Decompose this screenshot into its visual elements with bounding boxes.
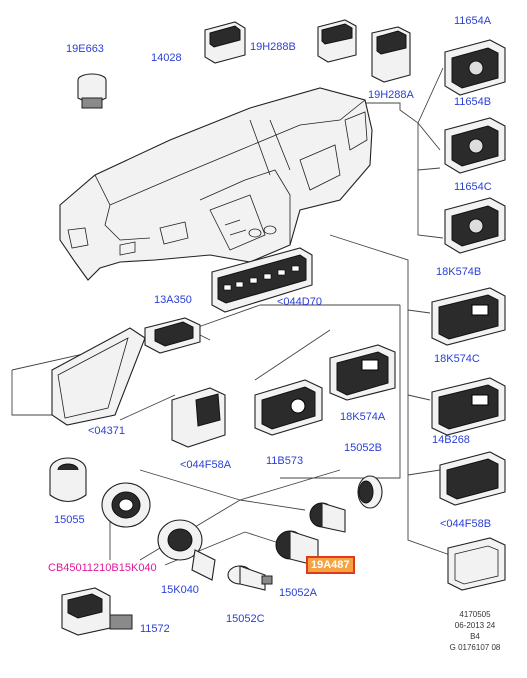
part-15K040-socket[interactable] bbox=[157, 519, 216, 581]
part-15052B-cap[interactable] bbox=[357, 475, 383, 509]
label-18K574A[interactable]: 18K574A bbox=[340, 411, 386, 423]
label-18K574B[interactable]: 18K574B bbox=[436, 266, 482, 278]
footer-date: 06-2013 24 bbox=[454, 621, 496, 630]
part-CB45011210B15K040-socket-ring[interactable] bbox=[101, 482, 151, 528]
part-19H288B-switch[interactable] bbox=[317, 19, 357, 63]
label-15052C[interactable]: 15052C bbox=[226, 613, 265, 625]
label-13A350[interactable]: 13A350 bbox=[154, 294, 192, 306]
part-044F58B-bezel[interactable] bbox=[447, 537, 506, 591]
part-18K574A-switch[interactable] bbox=[329, 344, 396, 401]
footer-ref: G 0176107 08 bbox=[449, 643, 501, 652]
label-15052A[interactable]: 15052A bbox=[279, 587, 317, 599]
part-15052C-plug[interactable] bbox=[227, 565, 273, 591]
part-11654B-switch[interactable] bbox=[444, 117, 506, 174]
part-14B268-switch[interactable] bbox=[439, 451, 506, 506]
label-11654A[interactable]: 11654A bbox=[454, 15, 492, 27]
label-19H288B[interactable]: 19H288B bbox=[250, 41, 296, 53]
part-04371-trim-panel[interactable] bbox=[51, 327, 146, 426]
part-15055-lighter[interactable] bbox=[49, 457, 87, 503]
part-19H288A-switch[interactable] bbox=[371, 26, 411, 83]
label-15K040[interactable]: 15K040 bbox=[161, 584, 199, 596]
label-18K574C[interactable]: 18K574C bbox=[434, 353, 480, 365]
label-044F58A[interactable]: <044F58A bbox=[180, 459, 232, 471]
label-11572[interactable]: 11572 bbox=[140, 623, 170, 635]
part-11572-unit[interactable] bbox=[61, 587, 133, 636]
footer-rev: B4 bbox=[470, 632, 480, 641]
part-14028-switch[interactable] bbox=[204, 21, 246, 64]
label-CB45011210B15K040[interactable]: CB45011210B15K040 bbox=[48, 562, 157, 574]
label-19E663[interactable]: 19E663 bbox=[66, 43, 104, 55]
part-19A487-socket[interactable] bbox=[309, 502, 346, 533]
label-19A487-selected[interactable]: 19A487 bbox=[306, 556, 355, 574]
part-11654C-switch[interactable] bbox=[444, 197, 506, 254]
part-11654A-switch[interactable] bbox=[444, 39, 506, 96]
part-13A350-switch[interactable] bbox=[144, 317, 201, 354]
label-14028[interactable]: 14028 bbox=[151, 52, 182, 64]
label-04371[interactable]: <04371 bbox=[88, 425, 126, 437]
label-044F58B[interactable]: <044F58B bbox=[440, 518, 492, 530]
label-14B268[interactable]: 14B268 bbox=[432, 434, 470, 446]
label-044D70[interactable]: <044D70 bbox=[277, 296, 322, 308]
dashboard-assembly bbox=[59, 87, 373, 281]
label-11654B[interactable]: 11654B bbox=[454, 96, 492, 108]
part-18K574B-switch[interactable] bbox=[431, 287, 506, 346]
part-18K574C-switch[interactable] bbox=[431, 377, 506, 436]
part-19E663-knob[interactable] bbox=[77, 73, 107, 109]
part-044D70-control-panel[interactable] bbox=[211, 247, 313, 313]
label-19H288A[interactable]: 19H288A bbox=[368, 89, 414, 101]
label-15052B[interactable]: 15052B bbox=[344, 442, 382, 454]
label-11B573[interactable]: 11B573 bbox=[266, 455, 304, 467]
leader-lines bbox=[11, 67, 451, 566]
label-15055[interactable]: 15055 bbox=[54, 514, 85, 526]
label-11654C[interactable]: 11654C bbox=[454, 181, 492, 193]
footer-code: 4170505 bbox=[459, 610, 491, 619]
part-044F58A-switch[interactable] bbox=[171, 387, 226, 448]
part-11B573-switch[interactable] bbox=[254, 379, 323, 436]
